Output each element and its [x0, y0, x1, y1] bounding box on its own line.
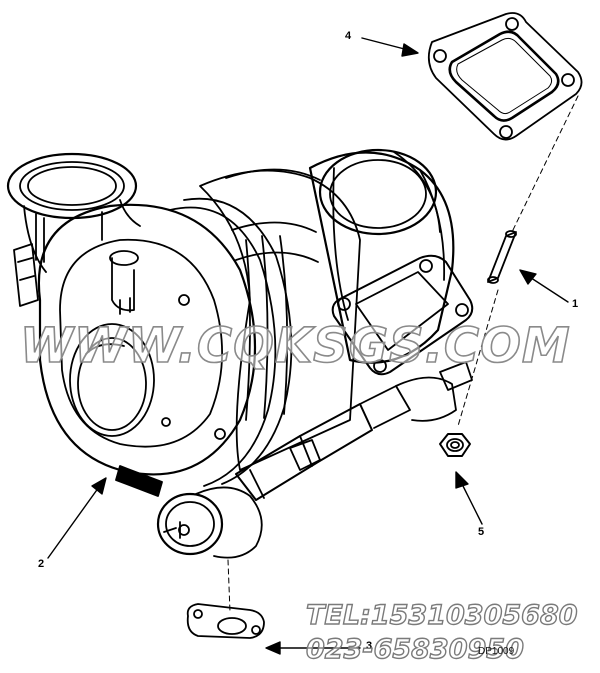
drawing-code: DP1009: [478, 646, 515, 657]
dowel-pin-part-1: [487, 230, 517, 284]
turbocharger-body: [6, 148, 474, 559]
callout-1: 1: [572, 298, 579, 310]
hex-nut-part-5: [439, 433, 471, 457]
leader-arrows: [47, 37, 569, 655]
callout-4: 4: [345, 30, 352, 42]
gasket-part-4: [427, 12, 583, 141]
phone-watermark: 023-65830950: [305, 633, 524, 665]
callout-2: 2: [38, 558, 45, 570]
gasket-part-3: [186, 603, 265, 639]
callout-3: 3: [366, 640, 373, 652]
callout-5: 5: [478, 526, 485, 538]
telephone-watermark: TEL:15310305680: [305, 599, 578, 631]
website-watermark: WWW.CQKSGS.COM: [19, 317, 571, 375]
